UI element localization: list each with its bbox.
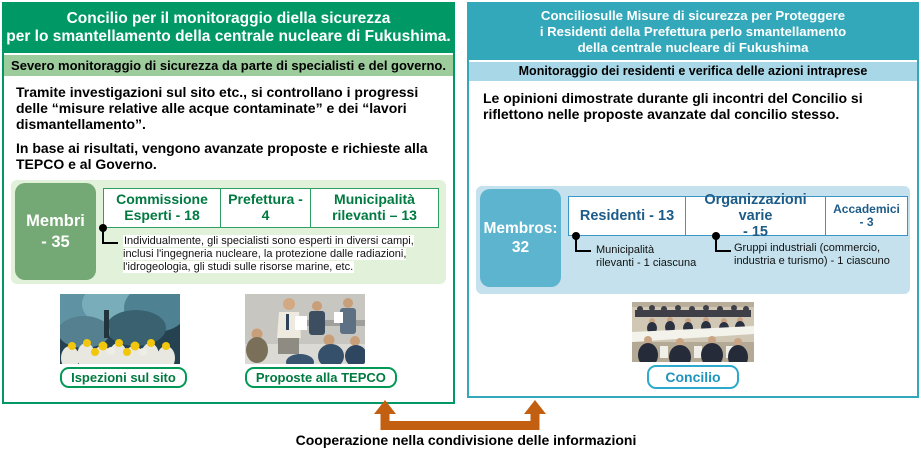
council-meeting-figure: Concilio: [632, 302, 754, 390]
connector-elbow: [715, 238, 731, 253]
caption-concilio: Concilio: [647, 365, 739, 390]
left-members-badge: Membri - 35: [15, 183, 96, 281]
members-cell-municipalita: Municipalità rilevanti – 13: [311, 188, 439, 229]
cooperation-arrow: [374, 400, 546, 430]
right-panel: Conciliosulle Misure di sicurezza per Pr…: [467, 2, 919, 398]
right-photos-row: Concilio: [469, 302, 917, 390]
members-cell-organizzazioni: Organizzazioni varie - 15: [686, 192, 826, 240]
left-panel-body: Tramite investigazioni sul sito etc., si…: [4, 84, 453, 172]
members-cell-residenti: Residenti - 13: [568, 196, 686, 237]
right-members-note-gruppi: Gruppi industriali (commercio, industria…: [734, 242, 890, 268]
right-members-table: Residenti - 13 Organizzazioni varie - 15…: [568, 192, 908, 240]
council-meeting-photo: [632, 302, 754, 363]
tepco-proposal-figure: Proposte alla TEPCO: [244, 294, 397, 389]
caption-proposte-tepco: Proposte alla TEPCO: [244, 367, 397, 389]
left-panel-subtitle: Severo monitoraggio di sicurezza da part…: [4, 54, 453, 76]
left-paragraph-proposals: In base ai risultati, vengono avanzate p…: [16, 139, 428, 172]
members-cell-commissione-esperti: Commissione Esperti - 18: [103, 188, 221, 229]
left-panel: Concilio per il monitoraggio diella sicu…: [2, 2, 455, 404]
right-paragraph-opinions: Le opinioni dimostrate durante gli incon…: [483, 90, 863, 123]
site-inspection-figure: Ispezioni sul sito: [60, 294, 187, 389]
cooperation-label: Cooperazione nella condivisione delle in…: [295, 432, 637, 448]
connector-dot: [572, 232, 580, 241]
right-panel-subtitle: Monitoraggio dei residenti e verifica de…: [469, 62, 917, 82]
left-photos-row: Ispezioni sul sito: [4, 294, 453, 389]
left-members-note: Individualmente, gli specialisti sono es…: [123, 235, 414, 274]
right-members-badge: Membros: 32: [480, 189, 561, 288]
connector-elbow: [575, 238, 591, 253]
left-members-table: Commissione Esperti - 18 Prefettura - 4 …: [103, 188, 439, 229]
connector-elbow: [102, 230, 118, 245]
right-panel-title: Conciliosulle Misure di sicurezza per Pr…: [469, 4, 917, 61]
tepco-proposal-photo: [244, 294, 365, 365]
left-paragraph-investigations: Tramite investigazioni sul sito etc., si…: [16, 83, 419, 132]
connector-dot: [712, 232, 720, 241]
right-members-box: Membros: 32 Residenti - 13 Organizzazion…: [476, 186, 910, 295]
right-panel-body: Le opinioni dimostrate durante gli incon…: [469, 90, 917, 182]
members-cell-prefettura: Prefettura - 4: [221, 188, 311, 229]
caption-ispezioni-sul-sito: Ispezioni sul sito: [60, 367, 187, 389]
right-members-note-municipalita: Municipalità rilevanti - 1 ciascuna: [596, 244, 697, 270]
left-members-box: Membri - 35 Commissione Esperti - 18 Pre…: [11, 180, 446, 285]
connector-dot: [99, 224, 107, 233]
members-cell-accademici: Accademici - 3: [826, 196, 908, 237]
site-inspection-photo: [60, 294, 181, 365]
left-panel-title: Concilio per il monitoraggio diella sicu…: [4, 4, 453, 53]
